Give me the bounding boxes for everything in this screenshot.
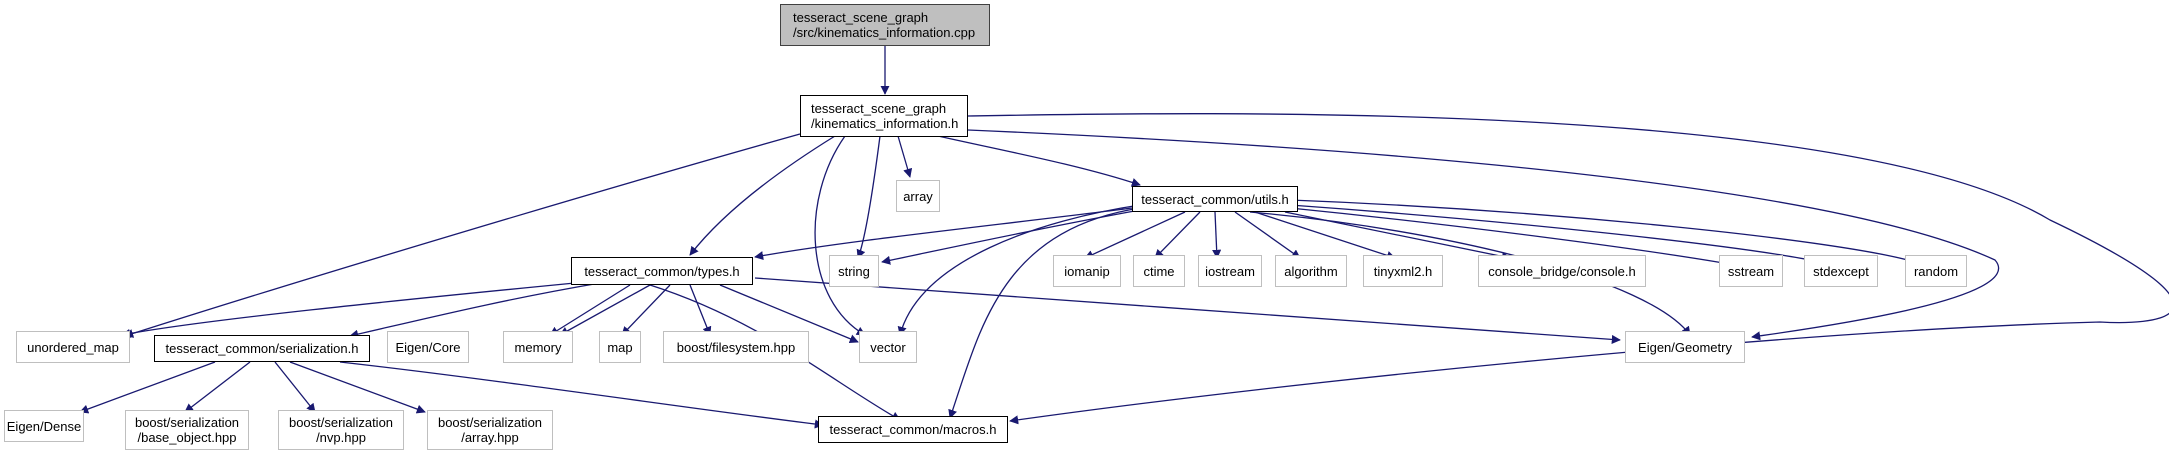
edge-utils-types: [754, 206, 1141, 261]
node-random[interactable]: random: [1905, 255, 1967, 287]
node-boost-base-object[interactable]: boost/serialization /base_object.hpp: [125, 410, 249, 450]
node-stdexcept[interactable]: stdexcept: [1804, 255, 1878, 287]
edge-kin-info-eigen-geometry: [967, 129, 2000, 341]
node-label: tesseract_common/utils.h: [1141, 191, 1289, 207]
node-label: tinyxml2.h: [1373, 263, 1433, 279]
node-label-line1: tesseract_scene_graph: [793, 10, 929, 25]
node-label-line2: /kinematics_information.h: [811, 116, 959, 131]
edge-utils-iostream: [1212, 211, 1222, 259]
node-eigen-geometry[interactable]: Eigen/Geometry: [1625, 331, 1745, 363]
node-label: random: [1913, 263, 1959, 279]
edge-types-map: [621, 284, 671, 336]
node-tinyxml2[interactable]: tinyxml2.h: [1363, 255, 1443, 287]
edge-kin-info-macros: [967, 113, 2169, 425]
node-label: array: [903, 188, 933, 204]
edge-kin-info-unordered-map: [124, 133, 801, 338]
node-serialization-h[interactable]: tesseract_common/serialization.h: [154, 335, 370, 362]
node-label: ctime: [1143, 263, 1175, 279]
edge-utils-tinyxml2: [1254, 211, 1396, 260]
node-label: tesseract_common/macros.h: [829, 422, 997, 437]
edge-kin-info-array: [897, 135, 913, 178]
node-label: tesseract_common/types.h: [584, 263, 740, 279]
edge-serialization-nvp: [274, 361, 316, 413]
edge-types-memory: [559, 284, 651, 336]
node-label: unordered_map: [27, 339, 119, 355]
edge-kin-info-utils: [937, 135, 1141, 187]
node-eigen-core[interactable]: Eigen/Core: [387, 331, 469, 363]
node-console-bridge[interactable]: console_bridge/console.h: [1478, 255, 1646, 287]
edge-types-serialization: [349, 282, 601, 339]
node-label: boost/filesystem.hpp: [676, 339, 796, 355]
node-utils-h[interactable]: tesseract_common/utils.h: [1132, 186, 1298, 212]
node-label-line2: /src/kinematics_information.cpp: [793, 25, 976, 40]
node-eigen-dense[interactable]: Eigen/Dense: [4, 410, 84, 442]
node-macros-h[interactable]: tesseract_common/macros.h: [818, 416, 1008, 443]
node-boost-array[interactable]: boost/serialization /array.hpp: [427, 410, 553, 450]
node-boost-nvp[interactable]: boost/serialization /nvp.hpp: [278, 410, 404, 450]
edge-types-vector: [719, 284, 859, 344]
node-label: Eigen/Core: [395, 339, 461, 355]
edge-utils-vector: [897, 204, 1141, 336]
node-label: tesseract_common/serialization.h: [165, 341, 359, 356]
node-label: string: [838, 263, 870, 279]
node-types-h[interactable]: tesseract_common/types.h: [571, 257, 753, 285]
node-label-line1: boost/serialization: [134, 415, 240, 430]
node-memory[interactable]: memory: [503, 331, 573, 363]
node-label: algorithm: [1284, 263, 1338, 279]
node-string[interactable]: string: [829, 255, 879, 287]
edge-kin-info-vector: [814, 135, 866, 336]
node-label: iomanip: [1064, 263, 1110, 279]
node-label-line2: /array.hpp: [461, 430, 519, 445]
node-label: map: [607, 339, 633, 355]
node-label: stdexcept: [1813, 263, 1869, 279]
node-label: memory: [514, 339, 562, 355]
node-label: console_bridge/console.h: [1488, 263, 1636, 279]
node-unordered-map[interactable]: unordered_map: [16, 331, 130, 363]
edge-types-boost-filesystem: [689, 284, 712, 336]
node-label-line1: boost/serialization: [288, 415, 394, 430]
edge-types-unordered-map: [121, 282, 576, 338]
edge-types-eigen-core: [549, 284, 631, 336]
node-vector[interactable]: vector: [859, 331, 917, 363]
edge-kin-info-types: [689, 135, 836, 256]
edge-utils-algorithm: [1234, 211, 1301, 259]
node-label-line1: tesseract_scene_graph: [811, 101, 947, 116]
node-label: Eigen/Dense: [6, 418, 82, 434]
edge-serialization-array: [289, 361, 426, 414]
node-label: vector: [870, 339, 906, 355]
node-boost-filesystem[interactable]: boost/filesystem.hpp: [663, 331, 809, 363]
edge-utils-macros: [948, 207, 1141, 419]
node-label: iostream: [1205, 263, 1255, 279]
node-sstream[interactable]: sstream: [1719, 255, 1783, 287]
node-label: Eigen/Geometry: [1638, 339, 1732, 355]
edge-serialization-eigen-dense: [79, 361, 216, 414]
edge-utils-sstream: [1289, 207, 1736, 269]
node-label: sstream: [1727, 263, 1775, 279]
edge-utils-random: [1289, 199, 1916, 265]
node-label-line2: /nvp.hpp: [316, 430, 366, 445]
node-iomanip[interactable]: iomanip: [1053, 255, 1121, 287]
node-map[interactable]: map: [599, 331, 641, 363]
node-kinematics-information-cpp[interactable]: tesseract_scene_graph /src/kinematics_in…: [780, 4, 990, 46]
node-label-line2: /base_object.hpp: [137, 430, 237, 445]
node-iostream[interactable]: iostream: [1198, 255, 1262, 287]
edge-serialization-macros: [339, 361, 824, 429]
node-algorithm[interactable]: algorithm: [1275, 255, 1347, 287]
edge-kin-info-string: [856, 135, 881, 259]
node-ctime[interactable]: ctime: [1133, 255, 1185, 287]
node-label-line1: boost/serialization: [437, 415, 543, 430]
node-kinematics-information-h[interactable]: tesseract_scene_graph /kinematics_inform…: [800, 95, 968, 137]
edge-utils-stdexcept: [1289, 204, 1821, 265]
edge-utils-iomanip: [1084, 211, 1186, 259]
node-array[interactable]: array: [896, 180, 940, 212]
edge-utils-ctime: [1154, 211, 1201, 259]
edge-serialization-base-object: [184, 361, 251, 413]
